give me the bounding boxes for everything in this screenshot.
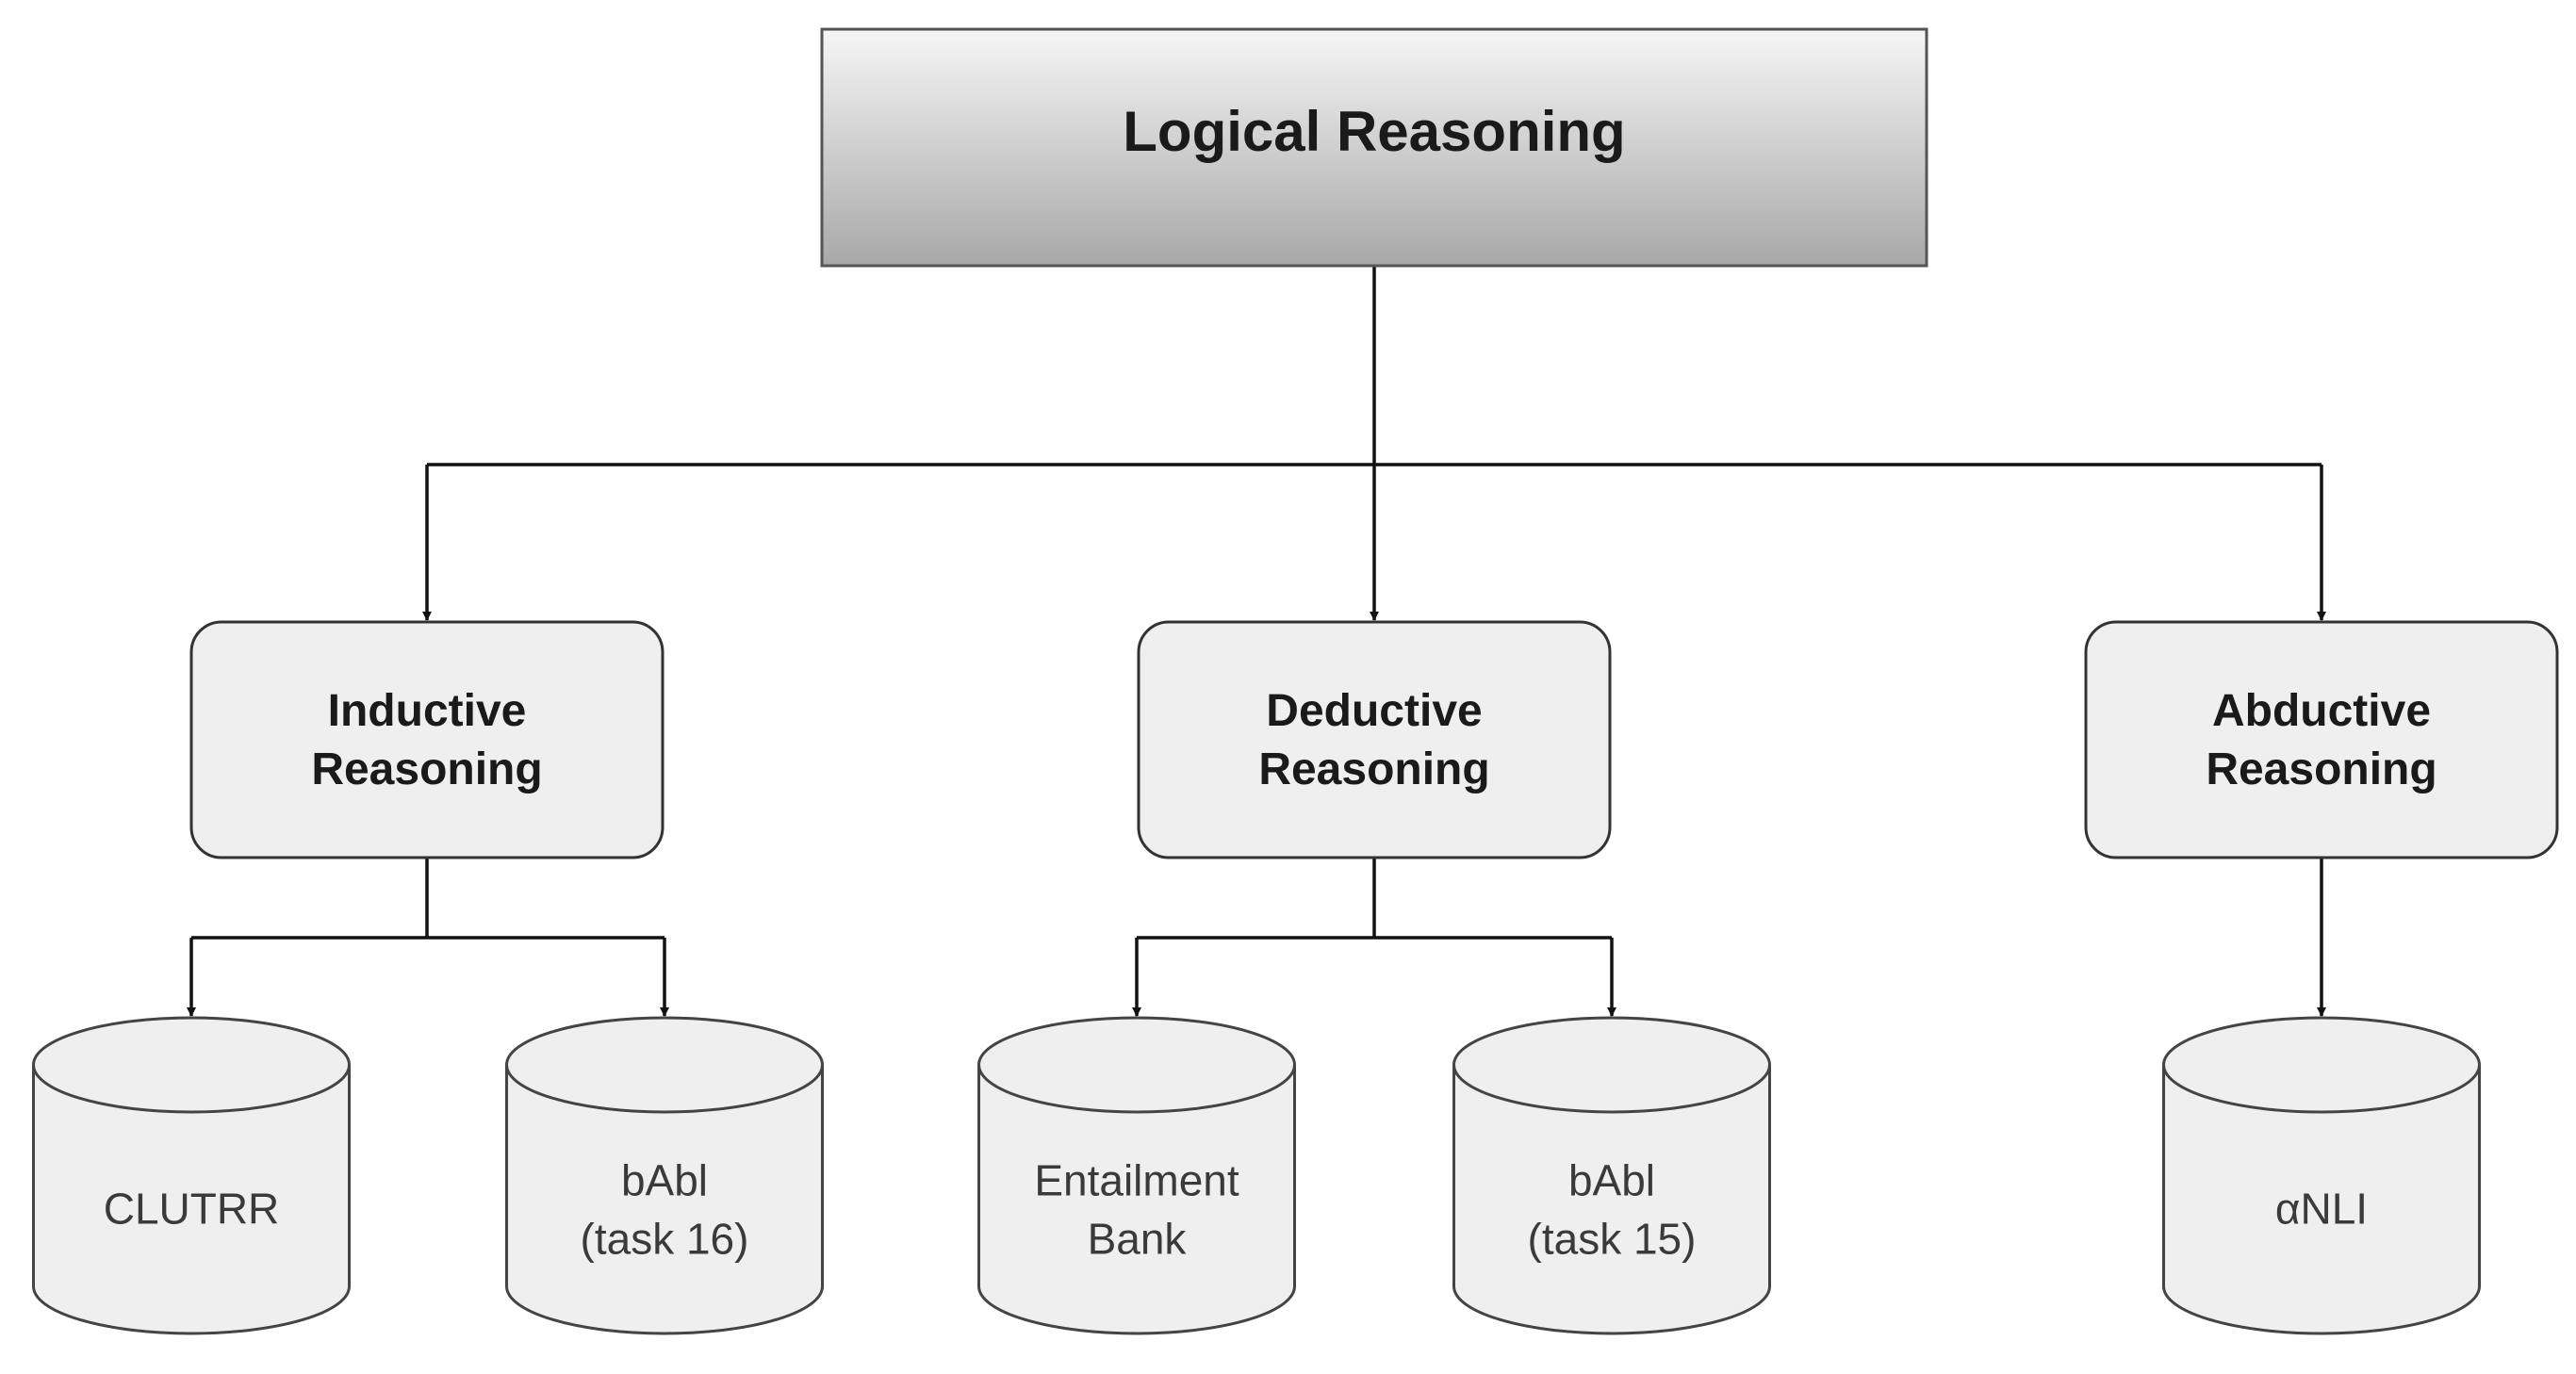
- dataset-label-line1: αNLI: [2275, 1185, 2368, 1234]
- cylinder-top: [505, 1016, 824, 1114]
- cylinder-body: [505, 1065, 824, 1335]
- category-label-line2: Reasoning: [311, 744, 542, 794]
- cylinder-body: [2162, 1065, 2481, 1335]
- category-label-line1: Deductive: [1266, 686, 1482, 736]
- root-box: [820, 27, 1928, 268]
- dataset-label-line2: (task 16): [581, 1215, 749, 1264]
- category-nodes: InductiveReasoningDeductiveReasoningAbdu…: [189, 620, 2559, 859]
- dataset-label-line2: Bank: [1088, 1215, 1188, 1264]
- category-label-line2: Reasoning: [2206, 744, 2437, 794]
- dataset-cylinder: bAbl (task 15): [1452, 1016, 1771, 1335]
- root-node: Logical Reasoning: [820, 27, 1928, 268]
- dataset-cylinder: CLUTRR: [32, 1016, 351, 1335]
- connectors: [187, 266, 2326, 1017]
- cylinder-body: [32, 1065, 351, 1335]
- cylinder-body: [977, 1065, 1296, 1335]
- dataset-label-line1: bAbl: [1568, 1156, 1655, 1205]
- dataset-cylinder: bAbl (task 16): [505, 1016, 824, 1335]
- cylinder-top: [2162, 1016, 2481, 1114]
- cylinder-top: [32, 1016, 351, 1114]
- category-box: [2084, 620, 2559, 859]
- dataset-cylinder: αNLI: [2162, 1016, 2481, 1335]
- dataset-label-line1: bAbl: [621, 1156, 708, 1205]
- cylinder-body: [1452, 1065, 1771, 1335]
- dataset-label-line2: (task 15): [1528, 1215, 1697, 1264]
- category-box: [189, 620, 665, 859]
- cylinder-top: [977, 1016, 1296, 1114]
- category-label-line2: Reasoning: [1258, 744, 1489, 794]
- root-label: Logical Reasoning: [1123, 100, 1625, 163]
- dataset-label-line1: CLUTRR: [104, 1185, 280, 1234]
- category-label-line1: Inductive: [328, 686, 527, 736]
- category-box: [1137, 620, 1612, 859]
- category-label-line1: Abductive: [2212, 686, 2431, 736]
- dataset-label-line1: Entailment: [1034, 1156, 1239, 1205]
- cylinder-top: [1452, 1016, 1771, 1114]
